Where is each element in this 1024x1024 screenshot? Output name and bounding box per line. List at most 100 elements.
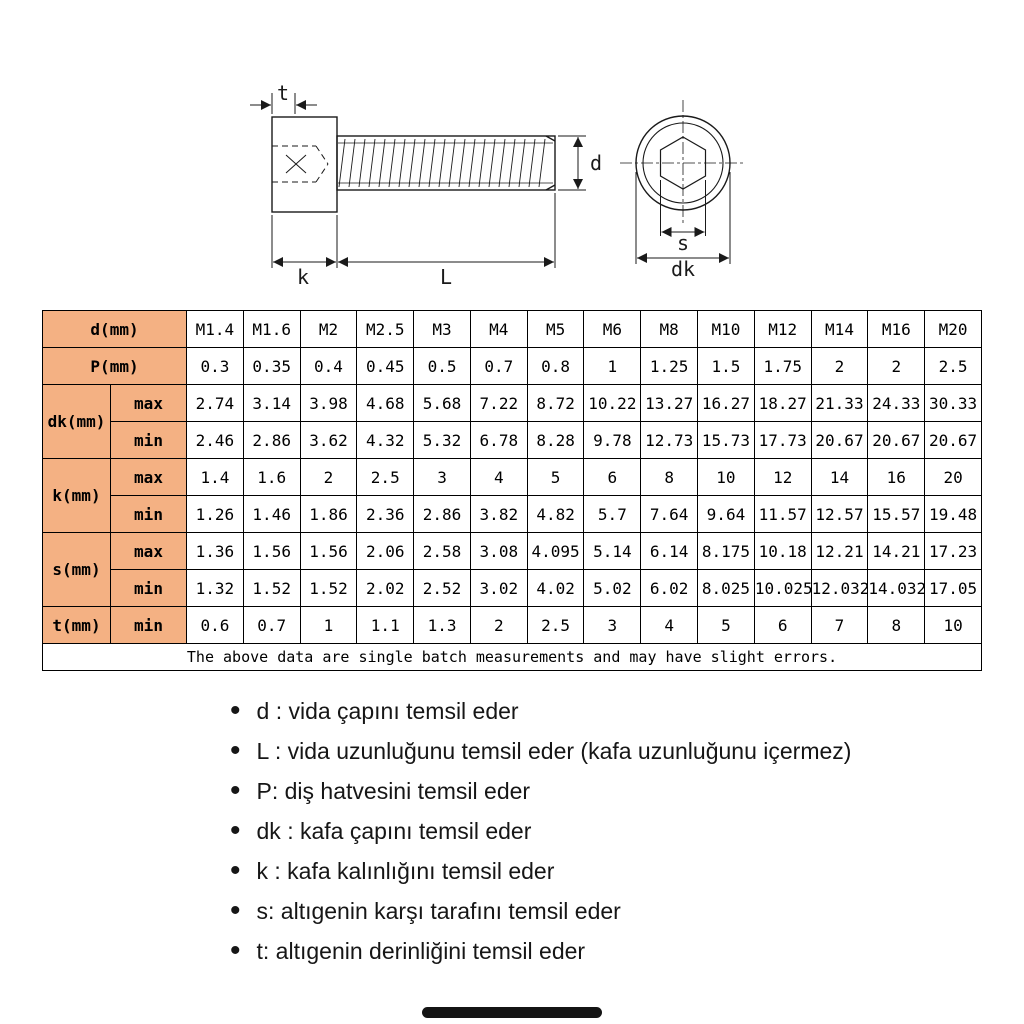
legend-item: s: altıgenin karşı tarafını temsil eder [230,898,851,924]
value-cell: 2.06 [356,532,415,570]
value-cell: 3.62 [299,421,358,459]
value-cell: 3.02 [469,569,528,607]
value-cell: 4.02 [526,569,585,607]
value-cell: 1.86 [299,495,358,533]
value-cell: M1.4 [186,310,244,348]
value-cell: M12 [753,310,812,348]
value-cell: 5.14 [583,532,642,570]
value-cell: 7.64 [640,495,699,533]
value-cell: 16.27 [697,384,755,422]
value-cell: 4 [640,606,699,644]
screw-side-view [271,116,556,213]
value-cell: 2.36 [356,495,415,533]
legend-item: k : kafa kalınlığını temsil eder [230,858,851,884]
value-cell: 17.23 [924,532,982,570]
value-cell: 4.32 [356,421,415,459]
row-group-label: s(mm) [42,532,111,607]
hex-socket-hidden-lines [272,145,329,183]
value-cell: 4.82 [526,495,585,533]
value-cell: 17.05 [924,569,982,607]
value-cell: 2 [299,458,358,496]
legend-item: dk : kafa çapını temsil eder [230,818,851,844]
value-cell: 2.46 [186,421,244,459]
value-cell: M10 [697,310,755,348]
value-cell: M8 [640,310,699,348]
value-cell: 2.5 [526,606,585,644]
value-cell: 1.32 [186,569,244,607]
value-cell: M5 [526,310,585,348]
value-cell: 1.46 [242,495,301,533]
screw-end-view [620,100,746,226]
value-cell: 1.52 [299,569,358,607]
value-cell: 10.025 [753,569,812,607]
value-cell: 12.57 [810,495,869,533]
screw-shaft-outline [336,135,556,191]
row-group-label: d(mm) [41,310,188,348]
value-cell: 0.5 [413,347,471,385]
row-group-label: t(mm) [42,606,111,644]
dim-label-dk: dk [671,257,695,281]
value-cell: 2.86 [413,495,471,533]
value-cell: 3 [583,606,642,644]
value-cell: 16 [867,458,926,496]
value-cell: 13.27 [640,384,699,422]
value-cell: M2 [299,310,358,348]
bottom-indicator [422,1007,602,1018]
value-cell: 0.35 [242,347,301,385]
value-cell: M2.5 [356,310,415,348]
value-cell: 2 [469,606,528,644]
value-cell: 18.27 [753,384,812,422]
value-cell: 3 [413,458,471,496]
value-cell: 1.36 [186,532,244,570]
row-sub-label: max [109,458,188,496]
value-cell: 3.14 [242,384,301,422]
row-group-label: k(mm) [42,458,111,533]
legend-item: P: diş hatvesini temsil eder [230,778,851,804]
value-cell: 0.7 [242,606,301,644]
value-cell: 1.4 [186,458,244,496]
value-cell: 11.57 [753,495,812,533]
value-cell: 15.57 [867,495,926,533]
value-cell: 1 [583,347,642,385]
value-cell: 1.75 [753,347,812,385]
value-cell: 2.02 [356,569,415,607]
value-cell: 6 [753,606,812,644]
value-cell: 1.6 [242,458,301,496]
value-cell: 8 [867,606,926,644]
end-view-dimensions [635,172,731,264]
centerlines [620,100,746,226]
value-cell: 14.21 [867,532,926,570]
row-group-label: P(mm) [41,347,188,385]
dim-label-s: s [677,231,689,255]
value-cell: M3 [413,310,471,348]
value-cell: 5.7 [583,495,642,533]
value-cell: 12 [753,458,812,496]
value-cell: 14.032 [867,569,926,607]
value-cell: 1.52 [242,569,301,607]
screw-technical-drawing: t k L d s dk [250,81,746,289]
value-cell: 19.48 [924,495,982,533]
value-cell: 3.98 [299,384,358,422]
value-cell: 5.68 [413,384,471,422]
value-cell: 1.56 [242,532,301,570]
dim-label-L: L [440,265,452,289]
value-cell: 1.1 [356,606,415,644]
value-cell: 8 [640,458,699,496]
value-cell: 2.5 [356,458,415,496]
row-sub-label: min [109,569,188,607]
value-cell: M20 [924,310,982,348]
value-cell: 30.33 [924,384,982,422]
value-cell: 0.8 [526,347,585,385]
value-cell: 7.22 [469,384,528,422]
value-cell: 10.18 [753,532,812,570]
value-cell: 2.86 [242,421,301,459]
row-sub-label: min [109,421,188,459]
value-cell: 0.7 [469,347,528,385]
